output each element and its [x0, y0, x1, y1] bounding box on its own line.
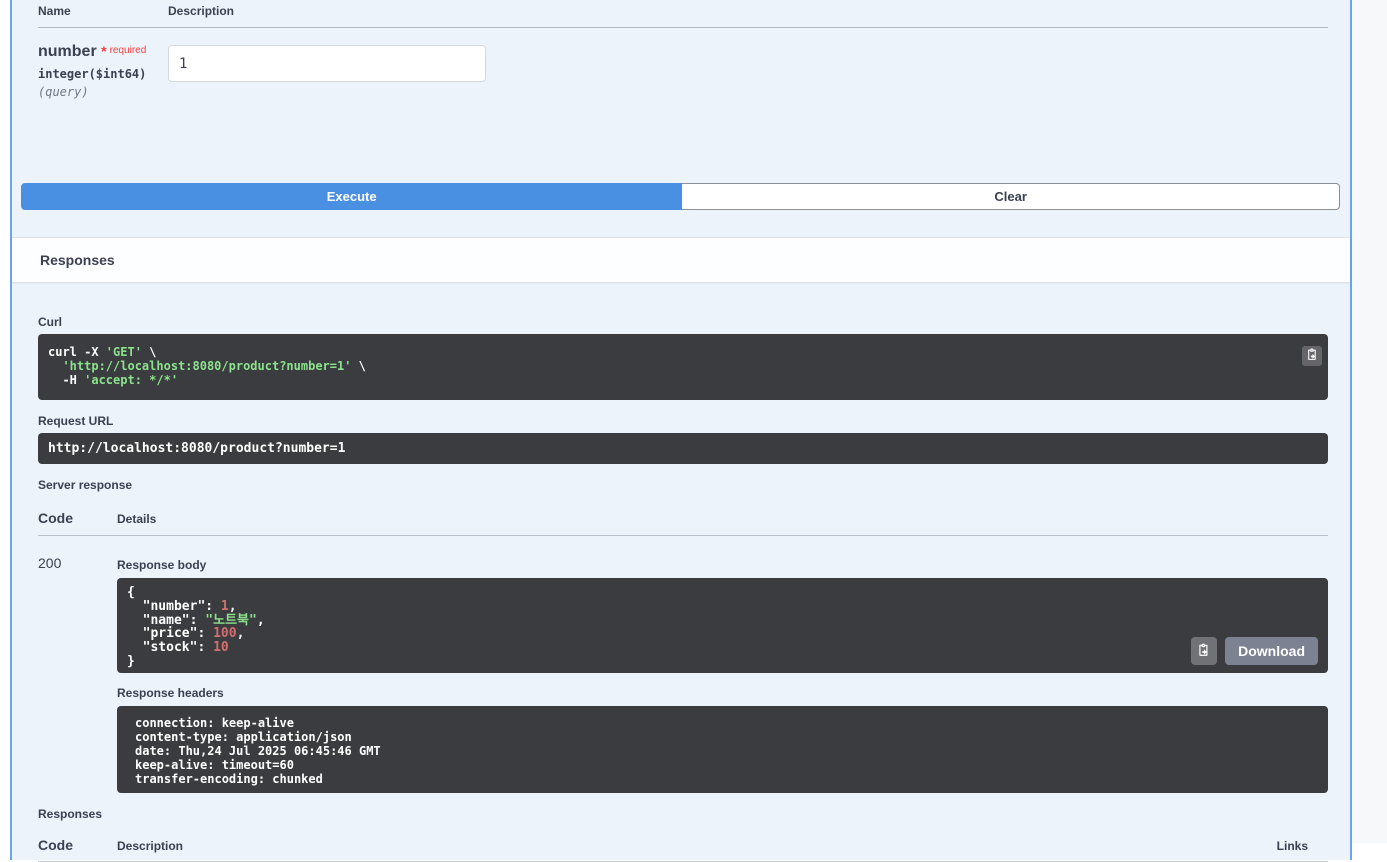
parameter-number-input[interactable] [168, 45, 486, 82]
parameter-location: (query) [38, 85, 89, 99]
response-details-cell: Response body { "number": 1, "name": "노트… [117, 552, 1328, 793]
response-body-label: Response body [117, 558, 207, 572]
details-column-header: Details [117, 512, 157, 526]
responses-content: Curl curl -X 'GET' \ 'http://localhost:8… [12, 282, 1350, 862]
code-column-header: Code [38, 510, 73, 526]
responses-links-header: Links [1276, 839, 1308, 853]
responses-code-header: Code [38, 837, 73, 853]
response-body-block: { "number": 1, "name": "노트북", "price": 1… [117, 578, 1328, 673]
server-response-label: Server response [38, 478, 133, 492]
required-asterisk: * [101, 43, 107, 59]
parameter-row-number: number *required integer($int64) (query) [38, 28, 1328, 154]
responses-title: Responses [40, 252, 115, 268]
page-background-gutter [1352, 0, 1387, 843]
status-code: 200 [38, 555, 62, 571]
request-url-label: Request URL [38, 414, 114, 428]
clear-button[interactable]: Clear [682, 183, 1340, 210]
responses-table-label: Responses [38, 807, 103, 821]
copy-curl-button[interactable] [1302, 346, 1322, 366]
execute-row: Execute Clear [21, 183, 1340, 210]
server-response-row: 200 Response body { "number": 1, "name":… [38, 536, 1328, 793]
parameter-name: number [38, 43, 97, 60]
response-body-actions: Download [1191, 637, 1318, 665]
parameters-description-header: Description [168, 4, 235, 18]
clipboard-copy-icon [1197, 642, 1211, 660]
curl-label: Curl [38, 315, 62, 329]
copy-response-body-button[interactable] [1191, 637, 1218, 665]
curl-command-block: curl -X 'GET' \ 'http://localhost:8080/p… [38, 334, 1328, 400]
parameters-name-header: Name [38, 4, 71, 18]
swagger-get-opblock: Name Description number *required intege… [10, 0, 1352, 862]
parameters-section: Name Description number *required intege… [12, 0, 1350, 154]
responses-section-header: Responses [12, 237, 1350, 282]
clipboard-copy-icon [1306, 348, 1319, 364]
parameters-table-header: Name Description [38, 0, 1328, 28]
request-url-block: http://localhost:8080/product?number=1 [38, 433, 1328, 464]
parameter-value-cell [168, 43, 1328, 154]
responses-description-header: Description [117, 839, 184, 853]
required-label: required [109, 45, 147, 56]
execute-button[interactable]: Execute [21, 183, 683, 210]
responses-table-header: Code Description Links [38, 833, 1328, 862]
server-response-table-header: Code Details [38, 506, 1328, 536]
response-headers-label: Response headers [117, 686, 224, 700]
parameter-meta: number *required integer($int64) (query) [38, 43, 168, 154]
download-button[interactable]: Download [1225, 637, 1318, 665]
parameter-type: integer($int64) [38, 67, 147, 81]
